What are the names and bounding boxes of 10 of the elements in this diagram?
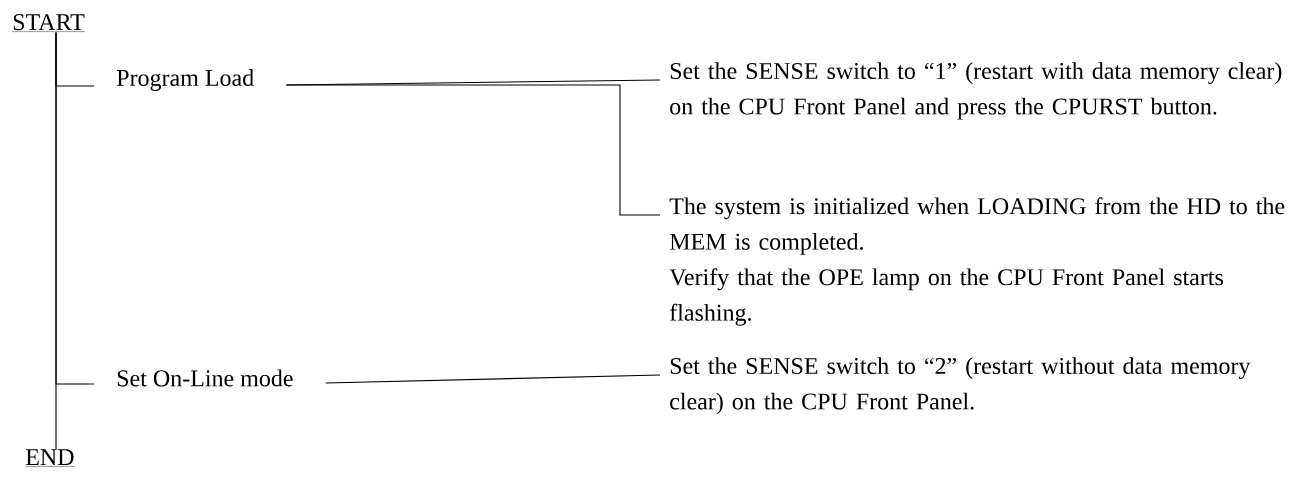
terminal-label: END xyxy=(25,449,75,467)
step-label: Set On-Line mode xyxy=(117,369,293,387)
connector-line xyxy=(285,84,661,216)
connector-line xyxy=(325,374,661,384)
description-text: Set the SENSE switch to “1” (restart with data memory clear) on the CPU Front Panel and press the CPURST button. xyxy=(670,62,1282,120)
description-text: Set the SENSE switch to “2” (restart without data memory clear) on the CPU Front Panel. xyxy=(670,357,1251,415)
connector-line xyxy=(55,31,95,385)
step-label: Program Load xyxy=(116,69,254,91)
description-text: The system is initialized when LOADING from the HD to the MEM is completed. Verify that the OPE lamp on the CPU Front Panel starts flashing. xyxy=(669,197,1285,326)
terminal-label: START xyxy=(12,14,86,32)
